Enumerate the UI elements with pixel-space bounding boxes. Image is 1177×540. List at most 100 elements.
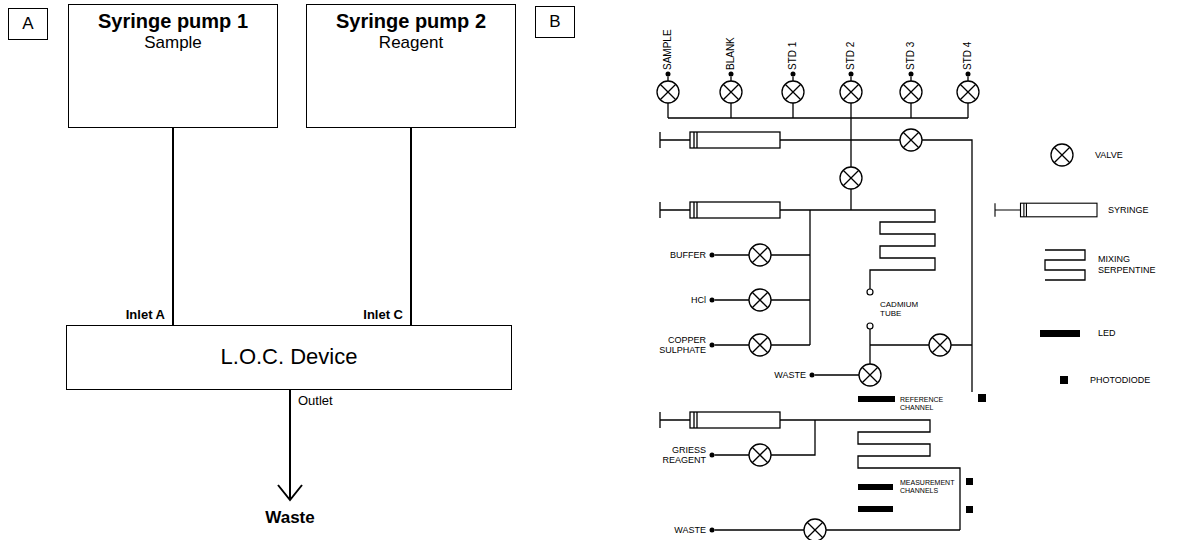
node-text: A xyxy=(22,14,33,34)
part-label: REFERENCE CHANNEL xyxy=(900,396,950,412)
valve-symbol xyxy=(749,289,771,311)
legend-item: LED xyxy=(1098,328,1116,339)
reservoir-label: STD 4 xyxy=(962,42,974,70)
valve-symbol xyxy=(657,81,979,540)
legend-item: MIXING SERPENTINE xyxy=(1098,254,1168,276)
legend-item: SYRINGE xyxy=(1108,205,1149,216)
panel-letter: B xyxy=(535,6,575,38)
fluidic-lines xyxy=(780,140,972,392)
legend-text: SYRINGE xyxy=(1108,205,1149,215)
fluidic-lines xyxy=(668,77,968,82)
fluidic-lines xyxy=(715,210,852,345)
part-label: COPPER SULPHATE xyxy=(636,335,706,356)
reservoir-dots xyxy=(710,298,715,303)
part-label: GRIESS REAGENT xyxy=(648,445,706,466)
cadmium-tube-ends xyxy=(867,289,873,295)
reservoir-dots xyxy=(710,343,715,348)
fluidic-lines xyxy=(850,118,851,210)
node-text: Syringe pump 1 xyxy=(98,9,248,33)
inlet-label: Inlet A xyxy=(126,307,165,323)
inlet-label: Inlet C xyxy=(363,307,403,323)
node-text: L.O.C. Device xyxy=(221,344,358,370)
reservoir-dots xyxy=(710,453,715,458)
part-label: MEASUREMENT CHANNELS xyxy=(900,479,956,495)
part-label: Outlet xyxy=(298,394,333,409)
legend-text: PHOTODIODE xyxy=(1090,375,1150,385)
reservoir-dots xyxy=(710,253,715,258)
part-label: Waste xyxy=(265,508,314,528)
valve-symbol xyxy=(900,81,922,103)
node-text: Reagent xyxy=(379,33,443,53)
fluidic-lines xyxy=(668,103,968,118)
reservoir-dots xyxy=(909,72,914,77)
reservoir-label: BLANK xyxy=(725,37,737,70)
inlet-connector xyxy=(172,128,174,325)
part-label: WASTE xyxy=(674,525,706,535)
led-symbol xyxy=(858,484,893,490)
legend-symbols xyxy=(995,144,1097,384)
part-label: CADMIUM TUBE xyxy=(880,300,936,318)
reservoir-label: SAMPLE xyxy=(662,29,674,70)
valve-symbol xyxy=(782,81,804,103)
syringe-symbol xyxy=(660,412,780,428)
valve-symbol xyxy=(749,244,771,266)
legend-symbols xyxy=(995,203,1097,217)
valve-symbol xyxy=(957,81,979,103)
reservoir-label: STD 1 xyxy=(787,42,799,70)
legend-text: VALVE xyxy=(1095,150,1123,160)
led-symbol xyxy=(858,396,895,512)
valve-symbol xyxy=(929,334,951,356)
led-symbol xyxy=(858,396,895,402)
cadmium-tube-ends xyxy=(867,323,873,329)
legend-symbols xyxy=(1051,144,1073,166)
valve-symbol xyxy=(804,519,826,540)
valve-symbol xyxy=(859,364,881,386)
legend-item: VALVE xyxy=(1095,150,1123,161)
syringe-symbol xyxy=(660,202,780,218)
legend-symbols xyxy=(1040,330,1080,337)
reservoir-dots xyxy=(849,72,854,77)
fluidic-lines xyxy=(715,420,961,530)
reservoir-label: STD 2 xyxy=(845,42,857,70)
part-label: BUFFER xyxy=(670,250,706,260)
legend-symbols xyxy=(1045,250,1085,280)
reservoir-dots xyxy=(729,72,734,77)
reservoir-dots xyxy=(710,528,715,533)
photodiode-symbol xyxy=(966,394,986,513)
chip-box: L.O.C. Device xyxy=(66,325,512,390)
part-label: WASTE xyxy=(774,370,806,380)
photodiode-symbol xyxy=(966,506,973,513)
photodiode-symbol xyxy=(966,478,973,485)
valve-symbol xyxy=(840,167,862,189)
reservoir-dots xyxy=(666,72,671,77)
valve-symbol xyxy=(900,129,922,151)
valve-symbol xyxy=(840,81,862,103)
syringe-symbol xyxy=(660,132,780,428)
cadmium-tube-ends xyxy=(867,289,873,329)
photodiode-symbol xyxy=(978,394,986,402)
fluidic-lines xyxy=(851,210,935,289)
reservoir-dots xyxy=(791,72,796,77)
legend-symbols xyxy=(1060,376,1068,384)
inlet-connector xyxy=(410,128,412,325)
valve-symbol xyxy=(720,81,742,103)
legend-item: PHOTODIODE xyxy=(1090,375,1150,386)
fluidic-lines xyxy=(715,529,961,530)
node-text: Sample xyxy=(144,33,202,53)
reservoir-dots xyxy=(966,72,971,77)
fluidic-lines xyxy=(815,329,973,375)
part-label: HCl xyxy=(691,295,706,305)
pump-box: Syringe pump 1Sample xyxy=(68,4,278,128)
panel-letter: A xyxy=(8,8,48,40)
pump-box: Syringe pump 2Reagent xyxy=(306,4,516,128)
node-text: Syringe pump 2 xyxy=(336,9,486,33)
reservoir-dots xyxy=(810,373,815,378)
reservoir-label: STD 3 xyxy=(905,42,917,70)
legend-text: LED xyxy=(1098,328,1116,338)
valve-symbol xyxy=(657,81,679,103)
node-text: B xyxy=(549,12,560,32)
valve-symbol xyxy=(749,444,771,466)
legend-text: MIXING SERPENTINE xyxy=(1098,254,1156,275)
valve-symbol xyxy=(749,334,771,356)
